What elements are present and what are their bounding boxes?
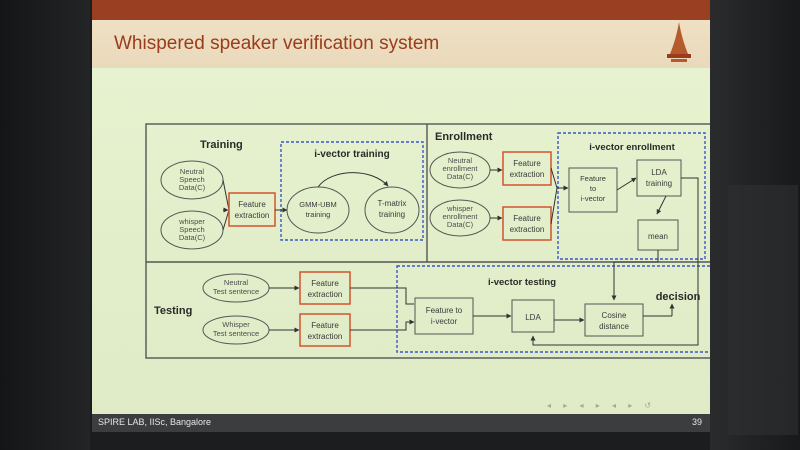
slide-footer: SPIRE LAB, IISc, Bangalore 39	[92, 414, 710, 432]
testing-feature-extraction-box-1	[299, 271, 351, 305]
title-bar: Whispered speaker verification system	[92, 20, 710, 68]
svg-text:whisper: whisper	[446, 204, 473, 213]
svg-text:Speech: Speech	[179, 175, 204, 184]
ivector-testing-region	[396, 265, 710, 353]
svg-text:Feature: Feature	[238, 200, 266, 209]
svg-text:Neutral: Neutral	[224, 278, 249, 287]
arrow	[350, 319, 415, 331]
svg-text:LDA: LDA	[525, 313, 541, 322]
lda-training-box	[636, 159, 682, 197]
connector	[550, 187, 558, 225]
arrow	[530, 177, 699, 346]
svg-text:Feature: Feature	[513, 159, 541, 168]
connector	[350, 287, 414, 305]
ivector-enrollment-region	[557, 132, 706, 260]
svg-text:i-vector training: i-vector training	[314, 149, 390, 160]
svg-text:i-vector: i-vector	[431, 317, 458, 326]
svg-text:extraction: extraction	[308, 332, 343, 341]
svg-text:training: training	[646, 179, 672, 188]
room-wall-right	[710, 0, 800, 450]
svg-text:Speech: Speech	[179, 225, 204, 234]
svg-text:extraction: extraction	[510, 225, 545, 234]
training-heading: Training	[200, 139, 243, 151]
svg-text:Data(C): Data(C)	[447, 220, 474, 229]
svg-text:training: training	[306, 210, 331, 219]
training-feature-extraction-box	[228, 192, 276, 227]
svg-text:Feature: Feature	[580, 174, 606, 183]
svg-text:LDA: LDA	[651, 168, 667, 177]
svg-text:GMM-UBM: GMM-UBM	[299, 200, 337, 209]
svg-text:Data(C): Data(C)	[179, 233, 206, 242]
enrollment-feature-extraction-box-1	[502, 151, 552, 186]
svg-text:Feature: Feature	[513, 214, 541, 223]
svg-text:Feature: Feature	[311, 279, 339, 288]
enrollment-heading: Enrollment	[435, 131, 493, 143]
svg-text:i-vector: i-vector	[581, 194, 606, 203]
svg-text:T-matrix: T-matrix	[378, 199, 407, 208]
projected-slide: Whispered speaker verification system Tr…	[92, 0, 710, 432]
svg-text:i-vector testing: i-vector testing	[488, 277, 556, 288]
system-block-diagram: Training Neutral Speech Data(C) whisper …	[145, 123, 710, 359]
connector	[222, 209, 230, 231]
svg-text:Data(C): Data(C)	[179, 183, 206, 192]
room-wall-left	[0, 0, 90, 450]
testing-feature-extraction-box-2	[299, 313, 351, 347]
svg-text:training: training	[379, 210, 405, 219]
svg-text:enrollment: enrollment	[442, 212, 478, 221]
wall-panel	[728, 185, 798, 435]
decision-label: decision	[656, 291, 701, 303]
slide-title: Whispered speaker verification system	[114, 33, 440, 54]
svg-text:Feature to: Feature to	[426, 306, 463, 315]
t-matrix-training-node	[364, 186, 420, 234]
svg-text:distance: distance	[599, 322, 629, 331]
svg-text:i-vector enrollment: i-vector enrollment	[589, 142, 675, 153]
svg-text:Neutral: Neutral	[448, 156, 473, 165]
arrow	[656, 195, 667, 215]
svg-text:Neutral: Neutral	[180, 167, 205, 176]
arrow	[616, 177, 637, 191]
svg-text:enrollment: enrollment	[442, 164, 478, 173]
svg-text:whisper: whisper	[178, 217, 205, 226]
lda-box	[511, 299, 555, 333]
testing-heading: Testing	[154, 305, 192, 317]
enrollment-feature-extraction-box-2	[502, 206, 552, 241]
page-number: 39	[691, 417, 702, 427]
svg-text:mean: mean	[648, 232, 668, 241]
connector	[550, 167, 558, 189]
test-feature-to-ivector-box	[414, 297, 474, 335]
slide-top-strip	[92, 0, 710, 20]
diagram-frame	[145, 123, 710, 359]
svg-text:Test sentence: Test sentence	[213, 287, 259, 296]
svg-text:Feature: Feature	[311, 321, 339, 330]
svg-text:to: to	[590, 184, 596, 193]
ivector-training-region	[280, 141, 424, 241]
svg-text:extraction: extraction	[308, 290, 343, 299]
svg-text:Test sentence: Test sentence	[213, 329, 259, 338]
connector	[222, 179, 230, 211]
svg-text:Cosine: Cosine	[602, 311, 627, 320]
footer-institution: SPIRE LAB, IISc, Bangalore	[98, 417, 212, 427]
cosine-distance-box	[584, 303, 644, 337]
svg-text:extraction: extraction	[510, 170, 545, 179]
svg-text:Whisper: Whisper	[222, 320, 250, 329]
svg-text:Data(C): Data(C)	[447, 172, 474, 181]
arrow	[611, 250, 659, 301]
arrow	[317, 172, 389, 188]
beamer-navigation-icons[interactable]: ◂ ▸ ◂ ▸ ◂ ▸ ↺	[547, 401, 657, 410]
svg-text:extraction: extraction	[235, 211, 270, 220]
institute-logo-icon	[667, 22, 691, 62]
